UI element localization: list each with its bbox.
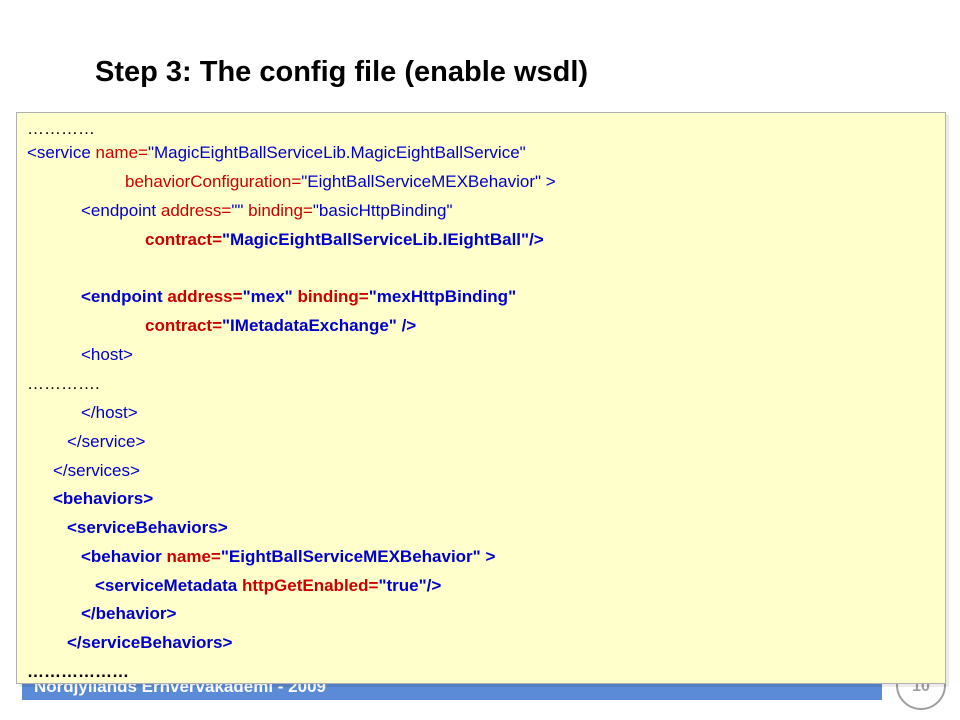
code-line-endpoint-1: <endpoint address="" binding="basicHttpB… (81, 201, 453, 221)
service-metadata-tag: <serviceMetadata (95, 576, 242, 595)
code-line-services-close: </services> (53, 461, 140, 480)
http-get-enabled-value: "true"/> (378, 576, 442, 595)
code-ellipsis-middle: …………. (27, 374, 100, 393)
binding-value: "basicHttpBinding" (312, 201, 453, 220)
code-line-contract-1: contract="MagicEightBallServiceLib.IEigh… (145, 230, 544, 250)
service-tag: <service (27, 143, 96, 162)
slide-title: Step 3: The config file (enable wsdl) (95, 56, 589, 88)
code-ellipsis-top: ………… (27, 119, 95, 138)
behavior-name-value: "EightBallServiceMEXBehavior" > (220, 547, 496, 566)
code-line-service-close: </service> (67, 432, 146, 451)
behavior-config-attr: behaviorConfiguration= (125, 172, 302, 191)
code-line-behaviors-open: <behaviors> (53, 489, 154, 508)
code-block: ………… <service name="MagicEightBallServic… (16, 112, 946, 684)
contract-value: "MagicEightBallServiceLib.IEightBall"/> (222, 230, 544, 249)
code-line-service-behaviors-close: </serviceBehaviors> (67, 633, 233, 652)
code-line-service: <service name="MagicEightBallServiceLib.… (27, 143, 526, 163)
code-line-host-close: </host> (81, 403, 138, 422)
contract-attr: contract= (145, 316, 222, 335)
address-attr: address= (160, 201, 232, 220)
endpoint-tag: <endpoint (81, 287, 168, 306)
code-line-contract-2: contract="IMetadataExchange" /> (145, 316, 416, 336)
service-name-value: "MagicEightBallServiceLib.MagicEightBall… (147, 143, 526, 162)
binding-attr: binding= (248, 201, 313, 220)
address-attr: address= (167, 287, 243, 306)
address-value: "mex" (242, 287, 298, 306)
behavior-tag: <behavior (81, 547, 167, 566)
code-line-host-open: <host> (81, 345, 133, 364)
code-line-behavior-close: </behavior> (81, 604, 177, 623)
contract-attr: contract= (145, 230, 222, 249)
contract-value: "IMetadataExchange" /> (222, 316, 417, 335)
service-name-attr: name= (95, 143, 148, 162)
code-line-endpoint-2: <endpoint address="mex" binding="mexHttp… (81, 287, 516, 307)
address-value: "" (231, 201, 249, 220)
binding-value: "mexHttpBinding" (368, 287, 517, 306)
code-line-behavior-config: behaviorConfiguration="EightBallServiceM… (125, 172, 556, 192)
behavior-config-value: "EightBallServiceMEXBehavior" > (301, 172, 556, 191)
code-ellipsis-bottom: ……………… (27, 662, 129, 681)
code-line-service-metadata: <serviceMetadata httpGetEnabled="true"/> (95, 576, 441, 596)
endpoint-tag: <endpoint (81, 201, 161, 220)
binding-attr: binding= (297, 287, 369, 306)
http-get-enabled-attr: httpGetEnabled= (241, 576, 379, 595)
code-line-service-behaviors-open: <serviceBehaviors> (67, 518, 228, 537)
behavior-name-attr: name= (166, 547, 221, 566)
code-line-behavior-open: <behavior name="EightBallServiceMEXBehav… (81, 547, 495, 567)
